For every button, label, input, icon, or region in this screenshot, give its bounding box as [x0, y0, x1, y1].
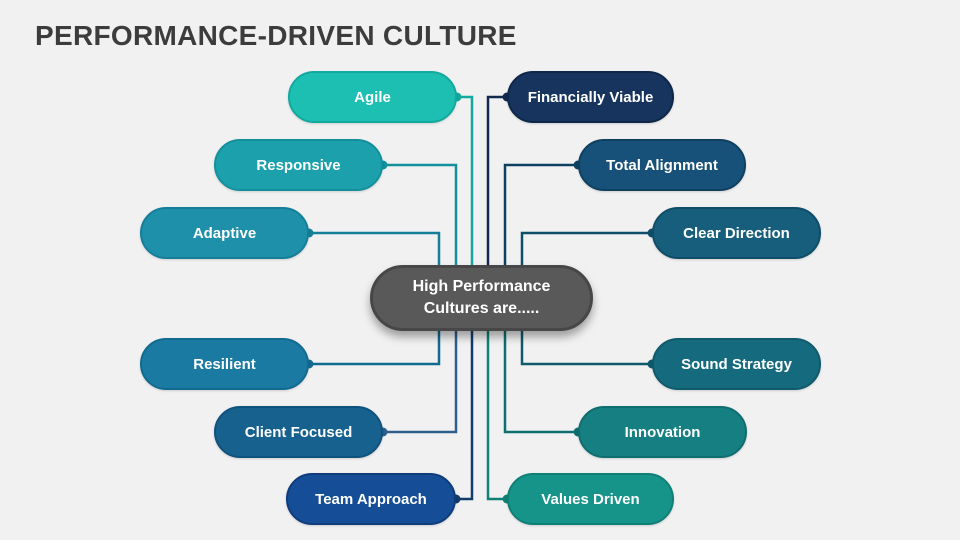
node-resilient: Resilient: [140, 338, 309, 390]
node-adaptive: Adaptive: [140, 207, 309, 259]
node-financially-viable: Financially Viable: [507, 71, 674, 123]
node-client-focused-label: Client Focused: [244, 423, 353, 441]
node-total-alignment: Total Alignment: [578, 139, 746, 191]
node-team-approach-label: Team Approach: [315, 490, 427, 508]
node-agile-label: Agile: [354, 88, 391, 106]
node-client-focused: Client Focused: [214, 406, 383, 458]
node-sound-strategy-label: Sound Strategy: [681, 355, 792, 373]
node-total-alignment-label: Total Alignment: [606, 156, 718, 174]
center-node-line1: High Performance: [412, 278, 551, 296]
node-innovation-label: Innovation: [624, 423, 701, 441]
node-clear-direction: Clear Direction: [652, 207, 821, 259]
slide-title: PERFORMANCE-DRIVEN CULTURE: [35, 20, 517, 51]
node-responsive-label: Responsive: [256, 156, 341, 174]
node-innovation: Innovation: [578, 406, 747, 458]
center-node-line2: Cultures are.....: [423, 300, 540, 317]
node-resilient-label: Resilient: [193, 355, 256, 373]
node-values-driven-label: Values Driven: [541, 490, 640, 508]
node-agile: Agile: [288, 71, 457, 123]
node-sound-strategy: Sound Strategy: [652, 338, 821, 390]
node-responsive: Responsive: [214, 139, 383, 191]
node-clear-direction-label: Clear Direction: [683, 224, 790, 242]
node-adaptive-label: Adaptive: [192, 224, 257, 242]
node-team-approach: Team Approach: [286, 473, 456, 525]
node-values-driven: Values Driven: [507, 473, 674, 525]
center-node: High Performance Cultures are.....: [370, 265, 593, 331]
node-financially-viable-label: Financially Viable: [527, 88, 654, 106]
